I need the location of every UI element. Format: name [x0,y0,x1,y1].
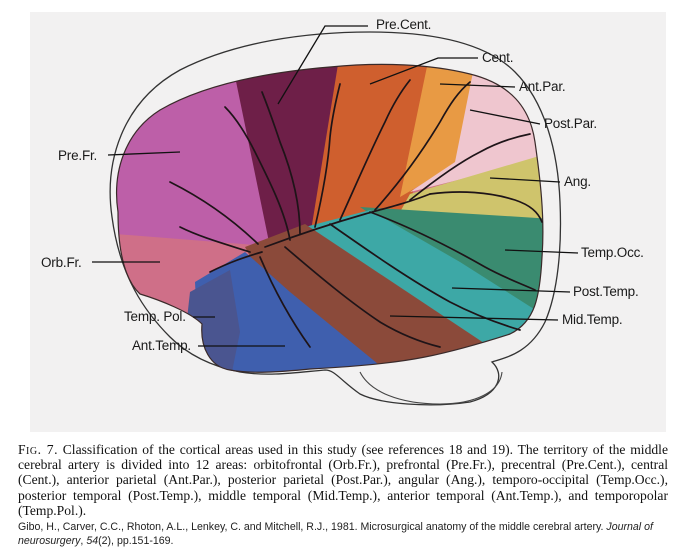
label-pre-fr: Pre.Fr. [58,148,98,163]
citation: Gibo, H., Carver, C.C., Rhoton, A.L., Le… [18,521,653,547]
label-cent: Cent. [482,50,514,65]
label-orb-fr: Orb.Fr. [41,255,82,270]
label-ant-par: Ant.Par. [519,79,566,94]
label-mid-temp: Mid.Temp. [562,312,623,327]
label-ant-temp: Ant.Temp. [132,338,191,353]
citation-volume: 54 [86,534,99,547]
region-mid-temp [245,224,505,373]
region-ang [400,147,543,227]
caption-text: Classification of the cortical areas use… [18,442,668,518]
label-post-temp: Post.Temp. [573,284,639,299]
region-ant-temp [195,252,400,373]
brain-outline [109,31,562,406]
label-temp-occ: Temp.Occ. [581,245,644,260]
hemisphere-outline [115,63,544,373]
brain-illustration [92,25,579,406]
figure-caption: Fig. 7. Classification of the cortical a… [18,442,668,518]
label-ang: Ang. [564,174,591,189]
citation-journal: Journal of neurosurgery [18,521,653,547]
label-post-par: Post.Par. [544,116,597,131]
figure-number: Fig. 7. [18,442,58,457]
label-pre-cent: Pre.Cent. [376,17,432,32]
brain-figure: Pre.Cent. Cent. Ant.Par. Post.Par. Pre.F… [30,12,666,432]
region-post-temp [305,210,543,357]
citation-issue-pages: (2), pp.151-169. [98,534,174,547]
artery-branches [169,79,543,348]
cerebellum-outline [359,371,503,405]
label-leader-lines [92,25,579,347]
citation-authors: Gibo, H., Carver, C.C., Rhoton, A.L., Le… [18,521,604,533]
region-pre-cent [230,64,350,247]
label-temp-pol: Temp. Pol. [124,309,186,324]
